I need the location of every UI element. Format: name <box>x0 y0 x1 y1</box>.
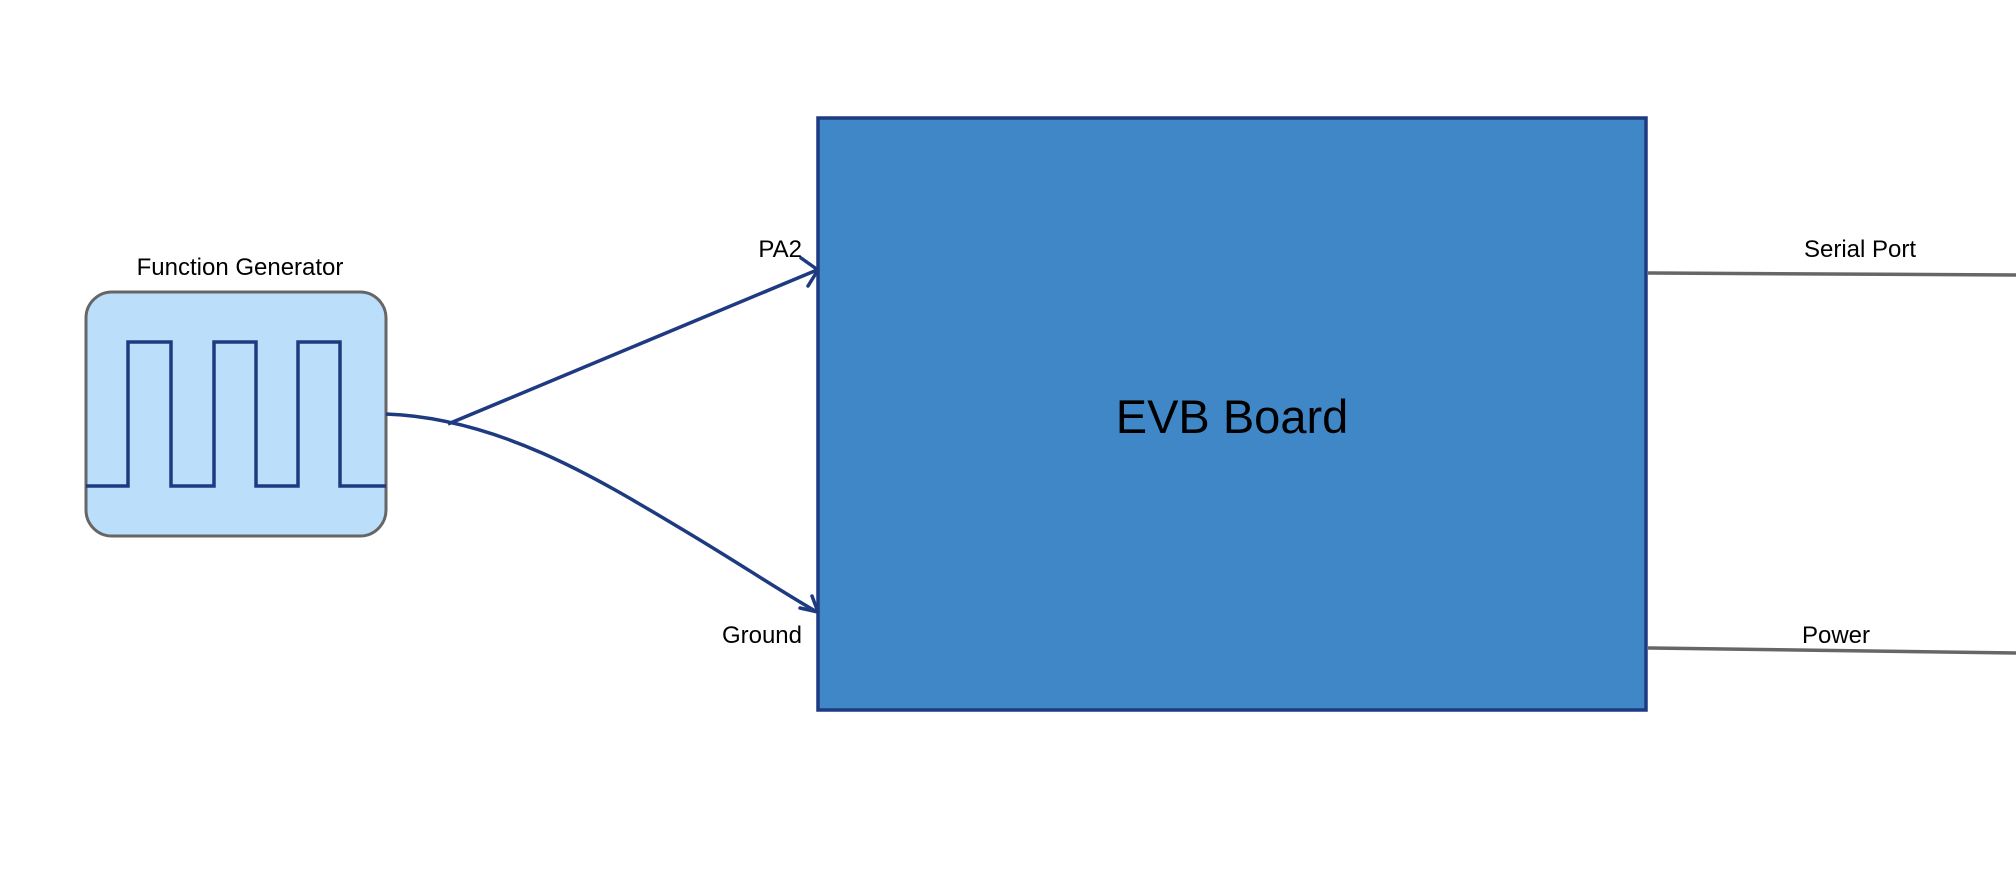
serial-port-label: Serial Port <box>1804 236 1916 263</box>
square-wave-icon <box>86 340 386 488</box>
power-cable[interactable] <box>1647 646 2016 655</box>
ground-arrowhead-icon <box>798 594 820 614</box>
function-generator-label: Function Generator <box>137 254 344 281</box>
pa2-wire[interactable] <box>447 268 818 426</box>
pa2-label: PA2 <box>758 236 802 263</box>
ground-wire[interactable] <box>385 412 818 614</box>
ground-label: Ground <box>722 622 802 649</box>
evb-board-node[interactable] <box>816 116 1648 712</box>
evb-board-box[interactable] <box>816 116 1648 712</box>
function-generator-node[interactable] <box>84 290 388 538</box>
pa2-arrowhead-icon <box>799 256 820 288</box>
serial-port-cable[interactable] <box>1647 271 2016 277</box>
power-label: Power <box>1802 622 1870 649</box>
evb-board-label: EVB Board <box>1116 390 1349 443</box>
